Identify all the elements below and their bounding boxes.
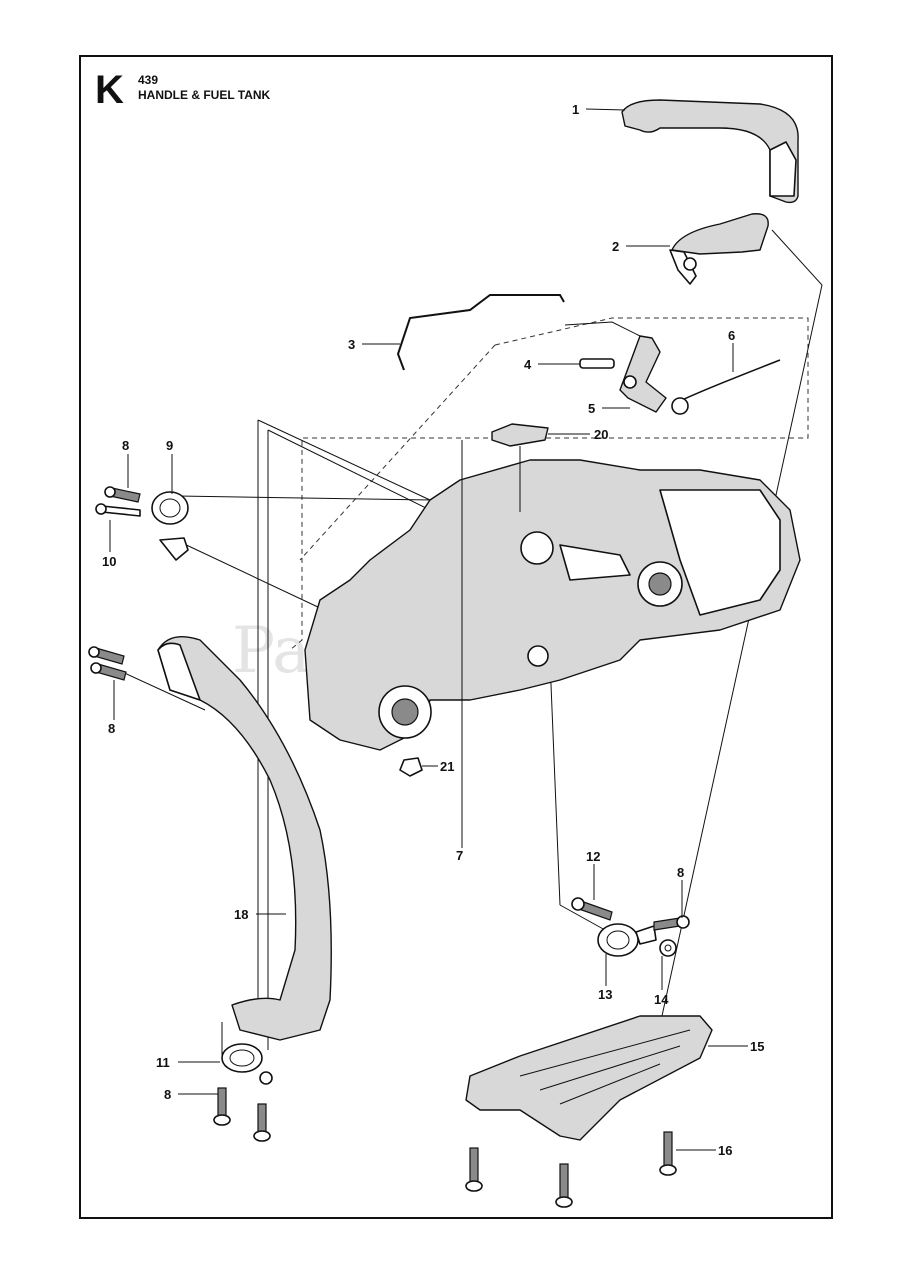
part-2-pivot xyxy=(683,257,697,271)
part-11-spring-eye xyxy=(259,1071,273,1085)
part-14-washer xyxy=(659,939,677,957)
callout-14: 14 xyxy=(654,992,669,1007)
callout-3: 3 xyxy=(348,337,355,352)
part-10-bolt xyxy=(101,505,141,517)
callout-7: 7 xyxy=(456,848,463,863)
part-10-bolt-head xyxy=(95,503,107,515)
callout-5: 5 xyxy=(588,401,595,416)
part-11-spring-coil xyxy=(229,1049,255,1067)
part-8-screw-bottom-a-head xyxy=(213,1114,231,1126)
callout-4: 4 xyxy=(524,357,532,372)
part-6-spring-wire xyxy=(671,359,781,406)
part-7-cap-b-inner xyxy=(648,572,672,596)
part-18-handle-end xyxy=(157,642,201,701)
part-8-screw-mid-a-head xyxy=(88,646,100,658)
part-9-spring xyxy=(151,491,189,525)
part-8-screw-mid-b-head xyxy=(90,662,102,674)
part-7-window xyxy=(559,544,631,581)
callout-11: 11 xyxy=(156,1055,170,1070)
part-9-spring-tab xyxy=(159,537,189,561)
part-1-top-handle-cover xyxy=(621,99,799,204)
part-5-lever xyxy=(619,335,667,413)
callout-21: 21 xyxy=(440,759,454,774)
part-7-tank-neck-inner xyxy=(391,698,419,726)
part-15-ribs xyxy=(519,1029,691,1105)
part-16-screw-mid-head xyxy=(555,1196,573,1208)
callout-1: 1 xyxy=(572,102,579,117)
part-20-plate xyxy=(491,423,549,447)
part-8-screw-av xyxy=(653,917,681,931)
callout-20: 20 xyxy=(594,427,608,442)
rod-leader-3 xyxy=(564,321,641,337)
part-6-spring-coil xyxy=(671,397,689,415)
part-5-pivot xyxy=(623,375,637,389)
assembly-7-outline xyxy=(289,317,809,651)
part-16-screw-right-head xyxy=(659,1164,677,1176)
part-18-front-handle xyxy=(157,636,332,1041)
part-14-washer-hole xyxy=(664,944,672,952)
model-number: 439 xyxy=(138,73,159,87)
part-15-base-plate xyxy=(465,1015,713,1141)
av-leader-13 xyxy=(559,904,606,931)
callout-8-mid: 8 xyxy=(108,721,115,736)
callout-15: 15 xyxy=(750,1039,764,1054)
diagram-title: HANDLE & FUEL TANK xyxy=(138,88,271,102)
callout-12: 12 xyxy=(586,849,600,864)
part-16-screw-left xyxy=(469,1147,479,1185)
part-8-screw-bottom-b-head xyxy=(253,1130,271,1142)
callout-16: 16 xyxy=(718,1143,732,1158)
handle-leader-top-a xyxy=(257,419,431,501)
part-11-spring xyxy=(221,1043,263,1073)
part-16-screw-left-head xyxy=(465,1180,483,1192)
part-8-screw-av-head xyxy=(676,915,690,929)
callout-2: 2 xyxy=(612,239,619,254)
part-7-rear-handle-opening xyxy=(659,489,781,616)
leader-1 xyxy=(585,108,626,111)
part-3-throttle-rod xyxy=(396,294,565,371)
assembly-7-outline-diag xyxy=(299,344,496,561)
callout-6: 6 xyxy=(728,328,735,343)
spring-leader-9 xyxy=(177,495,433,501)
screw-leader-8a xyxy=(117,669,206,711)
drawing-frame xyxy=(79,55,833,1219)
handle-leader-top-b xyxy=(267,429,431,511)
part-12-bolt-head xyxy=(571,897,585,911)
part-2-throttle-trigger xyxy=(671,213,769,255)
part-8-screw-bottom-b xyxy=(257,1103,267,1133)
part-7-cap-a xyxy=(520,531,554,565)
part-21-nut xyxy=(399,757,423,777)
part-8-screw-head-top-left xyxy=(104,486,116,498)
handle-leader-right xyxy=(659,229,823,1026)
part-13-spring-coil xyxy=(606,930,630,950)
callout-10: 10 xyxy=(102,554,116,569)
part-2-trigger-tab xyxy=(669,249,697,285)
spring-leader-10 xyxy=(179,541,321,609)
part-13-spring-tab xyxy=(635,925,657,945)
part-9-spring-coil xyxy=(159,498,181,518)
part-16-screw-right xyxy=(663,1131,673,1169)
part-8-screw-bottom-a xyxy=(217,1087,227,1117)
section-letter: K xyxy=(95,68,124,112)
part-4-pin xyxy=(579,358,615,369)
av-leader-12 xyxy=(549,659,561,906)
callout-9: 9 xyxy=(166,438,173,453)
part-16-screw-mid xyxy=(559,1163,569,1201)
callout-13: 13 xyxy=(598,987,612,1002)
part-7-av-mount xyxy=(527,645,549,667)
callout-8-bottom: 8 xyxy=(164,1087,171,1102)
part-1-latch xyxy=(769,141,797,197)
callout-8-top: 8 xyxy=(122,438,129,453)
callout-18: 18 xyxy=(234,907,248,922)
part-13-spring xyxy=(597,923,639,957)
callout-8-av: 8 xyxy=(677,865,684,880)
